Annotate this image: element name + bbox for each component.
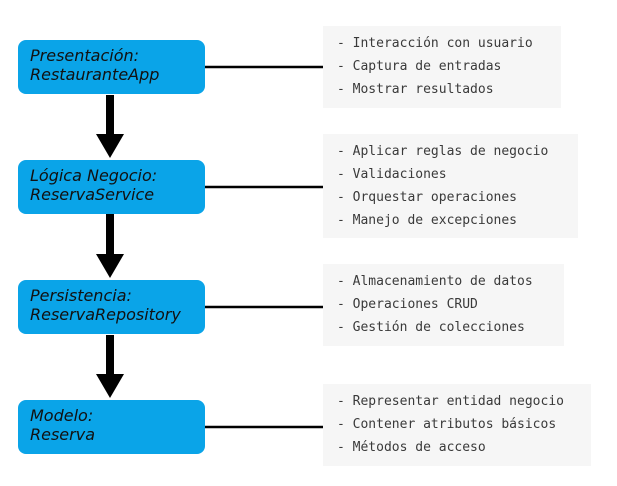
- note-item: - Orquestar operaciones: [337, 190, 518, 205]
- notes-persistencia: - Almacenamiento de datos - Operaciones …: [323, 264, 564, 346]
- layer-component: ReservaRepository: [30, 305, 181, 324]
- arrowhead-presentacion-to-logica: [96, 134, 124, 158]
- layer-modelo: Modelo: Reserva: [18, 400, 205, 454]
- note-item: - Interacción con usuario: [337, 36, 533, 51]
- layer-title: Presentación:: [30, 46, 140, 65]
- note-item: - Almacenamiento de datos: [337, 274, 533, 289]
- note-item: - Representar entidad negocio: [337, 394, 564, 409]
- layer-component: RestauranteApp: [30, 65, 160, 84]
- note-item: - Manejo de excepciones: [337, 213, 518, 228]
- arrowhead-logica-to-persistencia: [96, 254, 124, 278]
- layer-title: Modelo:: [30, 406, 94, 425]
- layer-title: Persistencia:: [30, 286, 132, 305]
- note-item: - Contener atributos básicos: [337, 417, 557, 432]
- note-item: - Métodos de acceso: [337, 440, 486, 455]
- note-item: - Gestión de colecciones: [337, 320, 525, 335]
- note-item: - Operaciones CRUD: [337, 297, 478, 312]
- note-item: - Validaciones: [337, 167, 447, 182]
- arrowhead-persistencia-to-modelo: [96, 374, 124, 398]
- note-item: - Aplicar reglas de negocio: [337, 144, 549, 159]
- note-item: - Captura de entradas: [337, 59, 502, 74]
- layer-component: ReservaService: [30, 185, 155, 204]
- notes-logica-negocio: - Aplicar reglas de negocio - Validacion…: [323, 134, 578, 238]
- layer-logica-negocio: Lógica Negocio: ReservaService: [18, 160, 205, 214]
- notes-modelo: - Representar entidad negocio - Contener…: [323, 384, 591, 466]
- layer-persistencia: Persistencia: ReservaRepository: [18, 280, 205, 334]
- layer-presentacion: Presentación: RestauranteApp: [18, 40, 205, 94]
- notes-presentacion: - Interacción con usuario - Captura de e…: [323, 26, 561, 108]
- layer-title: Lógica Negocio:: [30, 166, 158, 185]
- layer-component: Reserva: [30, 425, 95, 444]
- note-item: - Mostrar resultados: [337, 82, 494, 97]
